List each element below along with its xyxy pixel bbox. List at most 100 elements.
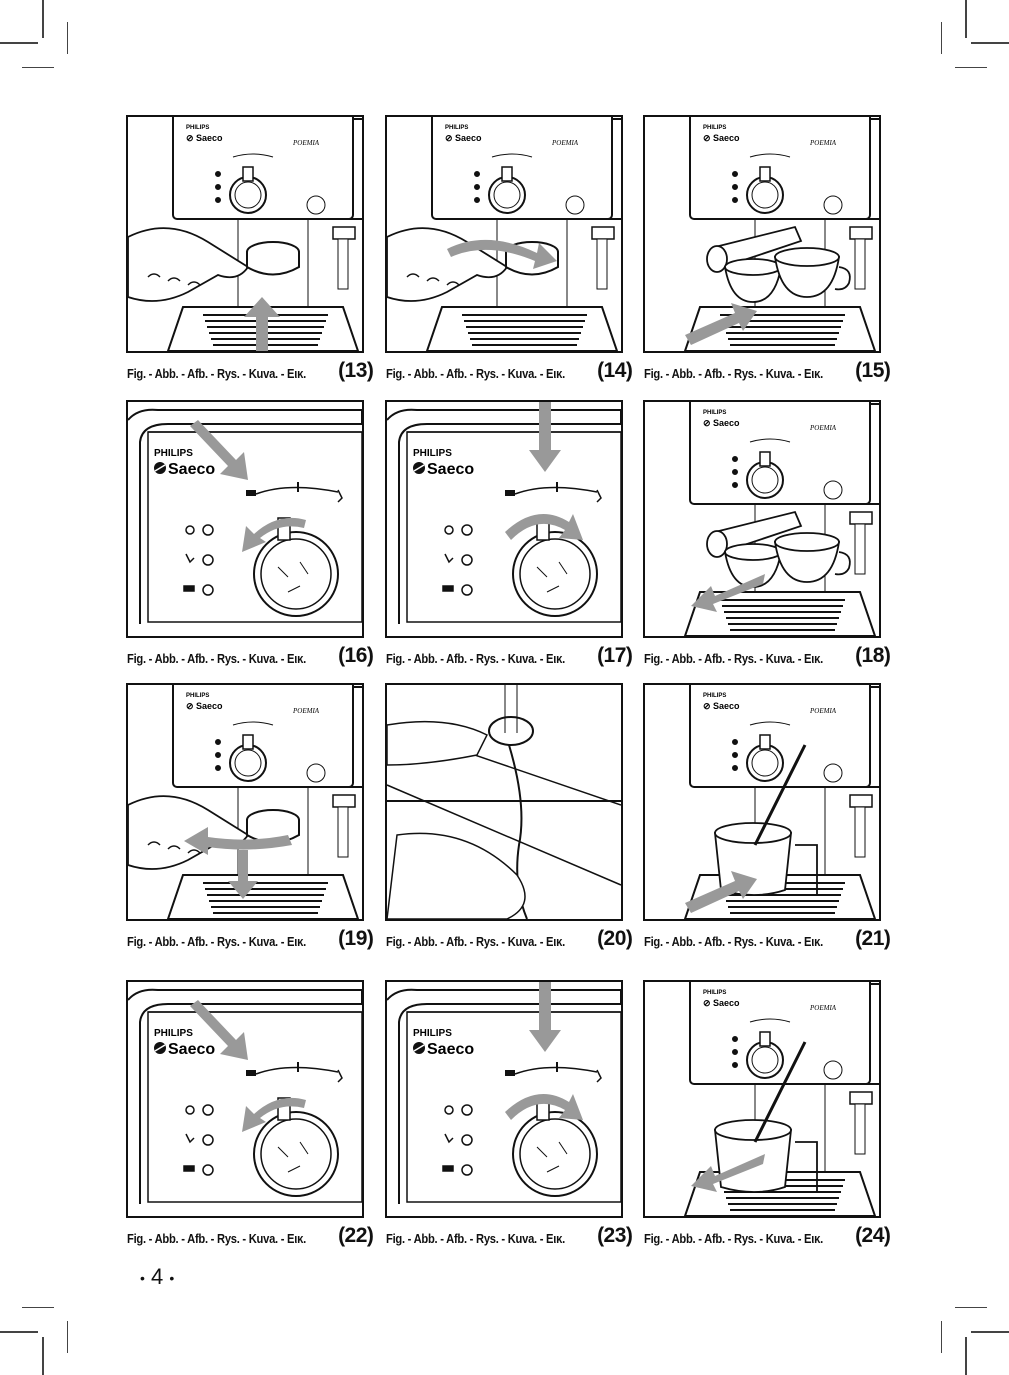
figure-caption: Fig. - Abb. - Afb. - Rys. - Kuva. - Εικ.… [644, 355, 891, 381]
figure-panel: PHILIPS Saeco [385, 400, 623, 638]
figure-number: (20) [597, 927, 633, 950]
crop-mark [971, 42, 1009, 44]
crop-mark [941, 22, 942, 54]
svg-text:⊘ Saeco: ⊘ Saeco [445, 133, 482, 143]
svg-text:⊘ Saeco: ⊘ Saeco [186, 701, 223, 711]
crop-mark [971, 1331, 1009, 1333]
svg-text:⊘ Saeco: ⊘ Saeco [703, 701, 740, 711]
figure-caption: Fig. - Abb. - Afb. - Rys. - Kuva. - Εικ.… [644, 1220, 891, 1246]
crop-mark [941, 1321, 942, 1353]
svg-text:POEMIA: POEMIA [809, 707, 837, 715]
caption-label: Fig. - Abb. - Afb. - Rys. - Kuva. - Εικ. [386, 651, 565, 666]
crop-mark [0, 42, 38, 44]
figure-caption: Fig. - Abb. - Afb. - Rys. - Kuva. - Εικ.… [127, 640, 374, 666]
svg-text:PHILIPS: PHILIPS [703, 410, 726, 416]
svg-text:Saeco: Saeco [427, 461, 474, 478]
philips-logo: PHILIPS [154, 1028, 193, 1039]
figure-caption: Fig. - Abb. - Afb. - Rys. - Kuva. - Εικ.… [644, 923, 891, 949]
svg-text:POEMIA: POEMIA [551, 139, 579, 147]
figure-illustration: PHILIPS ⊘ Saeco POEMIA [683, 117, 879, 351]
crop-mark [67, 1321, 68, 1353]
figure-number: (24) [855, 1224, 891, 1247]
caption-label: Fig. - Abb. - Afb. - Rys. - Kuva. - Εικ. [127, 651, 306, 666]
svg-text:PHILIPS: PHILIPS [186, 125, 209, 131]
figure-number: (23) [597, 1224, 633, 1247]
svg-text:Saeco: Saeco [427, 1041, 474, 1058]
figure-illustration: PHILIPS Saeco [387, 982, 621, 1204]
crop-mark [67, 22, 68, 54]
figure-illustration: PHILIPS ⊘ Saeco POEMIA [683, 402, 879, 636]
svg-text:PHILIPS: PHILIPS [703, 990, 726, 996]
figure-illustration: PHILIPS Saeco [128, 988, 362, 1204]
svg-text:PHILIPS: PHILIPS [445, 125, 468, 131]
figure-panel: PHILIPS ⊘ Saeco POEMIA [643, 683, 881, 921]
figure-illustration: PHILIPS ⊘ Saeco POEMIA [683, 685, 879, 919]
svg-text:⊘ Saeco: ⊘ Saeco [703, 133, 740, 143]
caption-label: Fig. - Abb. - Afb. - Rys. - Kuva. - Εικ. [127, 934, 306, 949]
svg-text:⊘ Saeco: ⊘ Saeco [186, 133, 223, 143]
svg-text:POEMIA: POEMIA [809, 139, 837, 147]
figure-illustration: PHILIPS Saeco [128, 408, 362, 624]
crop-mark [955, 1307, 987, 1308]
crop-mark [0, 1331, 38, 1333]
caption-label: Fig. - Abb. - Afb. - Rys. - Kuva. - Εικ. [644, 934, 823, 949]
crop-mark [965, 1337, 967, 1375]
figure-number: (22) [338, 1224, 374, 1247]
caption-label: Fig. - Abb. - Afb. - Rys. - Kuva. - Εικ. [644, 651, 823, 666]
svg-text:⊘ Saeco: ⊘ Saeco [703, 998, 740, 1008]
caption-label: Fig. - Abb. - Afb. - Rys. - Kuva. - Εικ. [127, 1231, 306, 1246]
figure-panel: PHILIPS Saeco [126, 980, 364, 1218]
figure-number: (21) [855, 927, 891, 950]
figure-illustration [387, 685, 621, 919]
figure-panel: PHILIPS ⊘ Saeco POEMIA [126, 115, 364, 353]
figure-caption: Fig. - Abb. - Afb. - Rys. - Kuva. - Εικ.… [127, 1220, 374, 1246]
crop-mark [22, 1307, 54, 1308]
philips-logo: PHILIPS [413, 448, 452, 459]
figure-caption: Fig. - Abb. - Afb. - Rys. - Kuva. - Εικ.… [386, 640, 633, 666]
figure-number: (16) [338, 644, 374, 667]
svg-text:PHILIPS: PHILIPS [703, 693, 726, 699]
figure-number: (19) [338, 927, 374, 950]
figure-caption: Fig. - Abb. - Afb. - Rys. - Kuva. - Εικ.… [386, 1220, 633, 1246]
svg-text:PHILIPS: PHILIPS [703, 125, 726, 131]
caption-label: Fig. - Abb. - Afb. - Rys. - Kuva. - Εικ. [386, 366, 565, 381]
figure-caption: Fig. - Abb. - Afb. - Rys. - Kuva. - Εικ.… [644, 640, 891, 666]
figure-panel: PHILIPS Saeco [385, 980, 623, 1218]
philips-logo: PHILIPS [154, 448, 193, 459]
figure-caption: Fig. - Abb. - Afb. - Rys. - Kuva. - Εικ.… [386, 355, 633, 381]
page-number-value: 4 [151, 1264, 164, 1289]
svg-text:POEMIA: POEMIA [809, 1004, 837, 1012]
svg-text:PHILIPS: PHILIPS [186, 693, 209, 699]
figure-illustration: PHILIPS ⊘ Saeco POEMIA [683, 982, 879, 1216]
figure-panel: PHILIPS ⊘ Saeco POEMIA [643, 115, 881, 353]
figure-illustration: PHILIPS Saeco [387, 402, 621, 624]
caption-label: Fig. - Abb. - Afb. - Rys. - Kuva. - Εικ. [386, 934, 565, 949]
crop-mark [42, 0, 44, 38]
caption-label: Fig. - Abb. - Afb. - Rys. - Kuva. - Εικ. [644, 1231, 823, 1246]
figure-number: (17) [597, 644, 633, 667]
figure-panel: PHILIPS ⊘ Saeco POEMIA [643, 980, 881, 1218]
caption-label: Fig. - Abb. - Afb. - Rys. - Kuva. - Εικ. [644, 366, 823, 381]
svg-text:⊘ Saeco: ⊘ Saeco [703, 418, 740, 428]
figure-illustration: PHILIPS ⊘ Saeco POEMIA [387, 117, 621, 351]
figure-panel: PHILIPS Saeco [126, 400, 364, 638]
figure-illustration: PHILIPS ⊘ Saeco POEMIA [128, 117, 362, 351]
svg-text:POEMIA: POEMIA [292, 139, 320, 147]
figure-caption: Fig. - Abb. - Afb. - Rys. - Kuva. - Εικ.… [386, 923, 633, 949]
crop-mark [42, 1337, 44, 1375]
page-number: • 4 • [140, 1264, 175, 1289]
figure-caption: Fig. - Abb. - Afb. - Rys. - Kuva. - Εικ.… [127, 923, 374, 949]
figure-number: (15) [855, 359, 891, 382]
figure-number: (18) [855, 644, 891, 667]
figure-number: (14) [597, 359, 633, 382]
crop-mark [965, 0, 967, 38]
philips-logo: PHILIPS [413, 1028, 452, 1039]
figure-panel: PHILIPS ⊘ Saeco POEMIA [643, 400, 881, 638]
svg-text:Saeco: Saeco [168, 461, 215, 478]
crop-mark [22, 67, 54, 68]
crop-mark [955, 67, 987, 68]
caption-label: Fig. - Abb. - Afb. - Rys. - Kuva. - Εικ. [127, 366, 306, 381]
svg-text:POEMIA: POEMIA [292, 707, 320, 715]
caption-label: Fig. - Abb. - Afb. - Rys. - Kuva. - Εικ. [386, 1231, 565, 1246]
figure-panel [385, 683, 623, 921]
